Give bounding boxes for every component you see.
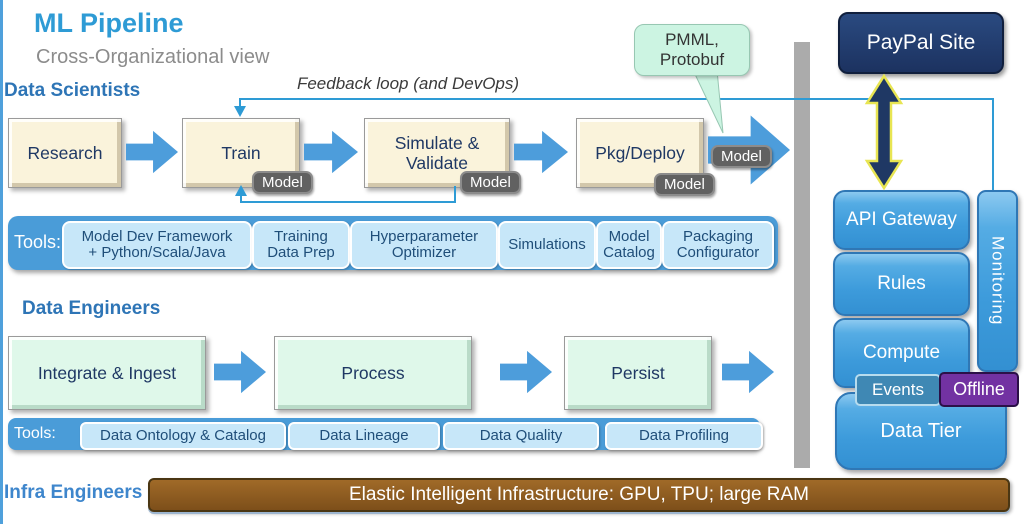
tool-chip: Hyperparameter Optimizer [350,221,498,269]
left-border-line [0,0,3,524]
page-title: ML Pipeline [34,8,184,38]
model-badge: Model [654,173,715,196]
tool-chip: Model Dev Framework + Python/Scala/Java [62,221,252,269]
data-scientists-label: Data Scientists [4,80,141,101]
double-arrow-icon [864,73,904,191]
arrowhead-down-icon [234,106,246,117]
feedback-loop-label: Feedback loop (and DevOps) [296,74,520,93]
flow-arrow-icon [214,350,266,394]
box-rules: Rules [833,252,970,316]
flow-arrow-icon [514,130,568,174]
box-research: Research [8,118,122,188]
infra-engineers-label: Infra Engineers [4,482,143,503]
tool-chip: Data Quality [443,422,599,450]
flow-arrow-icon [500,350,552,394]
flow-arrow-icon [304,130,358,174]
model-badge: Model [711,145,772,168]
tool-chip: Data Lineage [288,422,440,450]
box-api-gateway: API Gateway [833,190,970,250]
box-monitoring: Monitoring [977,190,1018,372]
tool-chip: Packaging Configurator [662,221,774,269]
tool-chip: Simulations [498,221,596,269]
box-integrate-ingest: Integrate & Ingest [8,336,206,410]
vertical-divider-bar [794,42,810,468]
events-badge: Events [855,374,941,406]
box-process: Process [274,336,472,410]
data-engineers-label: Data Engineers [22,298,161,319]
flow-arrow-icon [722,350,774,394]
flow-arrow-icon [126,130,178,174]
page-subtitle: Cross-Organizational view [36,46,270,68]
box-persist: Persist [564,336,712,410]
ds-tools-label: Tools: [14,232,62,252]
tool-chip: Model Catalog [596,221,662,269]
model-badge: Model [460,171,521,194]
tool-chip: Training Data Prep [252,221,350,269]
de-tools-label: Tools: [14,425,56,442]
model-badge: Model [252,171,313,194]
pmml-protobuf-callout: PMML, Protobuf [634,24,750,76]
tool-chip: Data Ontology & Catalog [80,422,286,450]
infrastructure-bar: Elastic Intelligent Infrastructure: GPU,… [148,478,1010,512]
tool-chip: Data Profiling [605,422,763,450]
paypal-site-box: PayPal Site [838,12,1004,74]
offline-badge: Offline [939,372,1019,407]
